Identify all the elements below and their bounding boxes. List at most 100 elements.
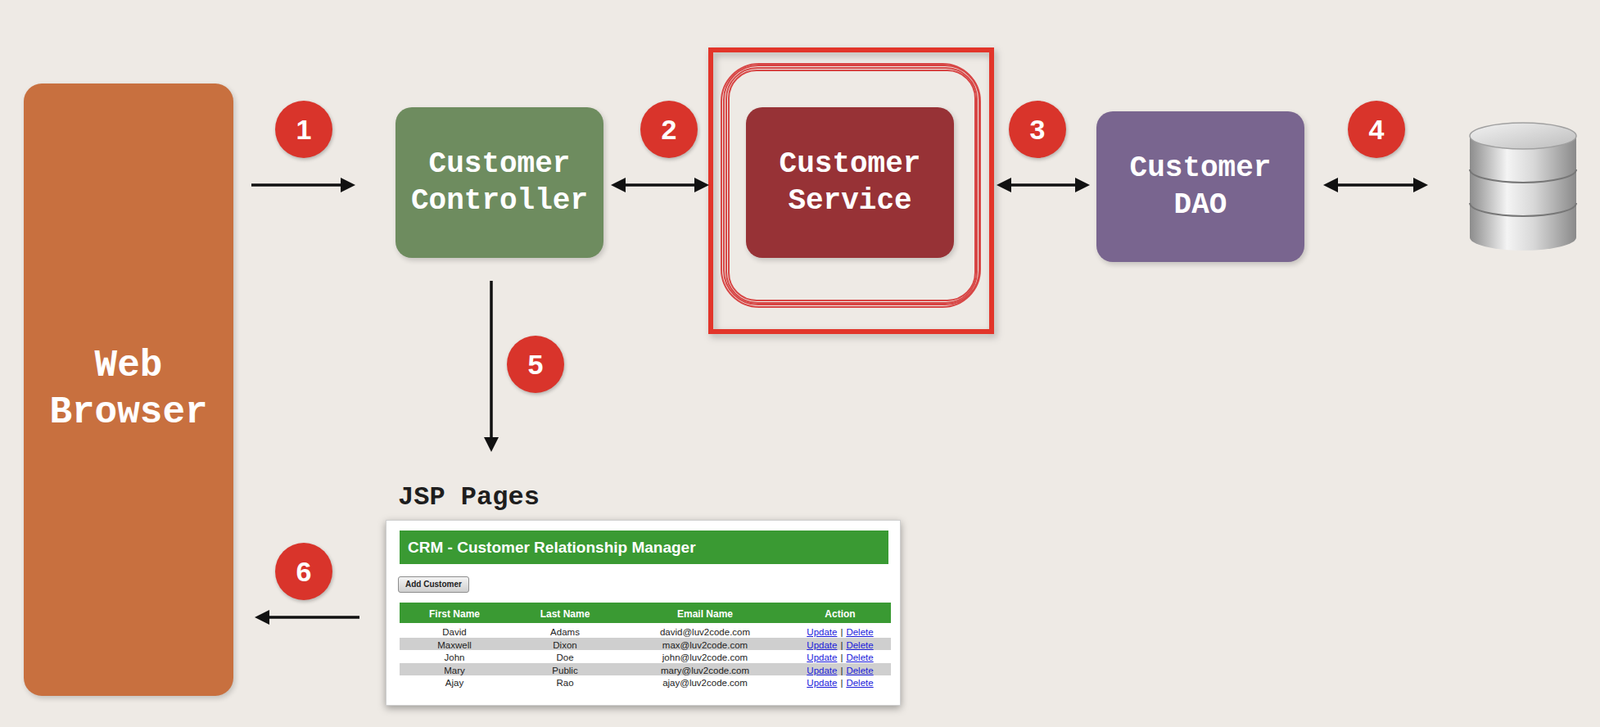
connector-arrow bbox=[483, 280, 499, 452]
page-title: CRM - Customer Relationship Manager bbox=[399, 538, 697, 557]
table-cell-text: john@luv2code.com bbox=[662, 652, 748, 663]
link-separator: | bbox=[840, 640, 843, 651]
table-row: Maxwell Dixon max@luv2code.com Update|Delet… bbox=[399, 637, 891, 651]
callout-circle: 4 bbox=[1347, 100, 1406, 159]
table-header-cell: Action bbox=[789, 602, 891, 624]
action-link: Update bbox=[806, 652, 837, 663]
table-row: John Doe john@luv2code.com Update|Delete bbox=[399, 650, 891, 664]
table-cell: David bbox=[399, 624, 510, 638]
table-row: AjayRaoajay@luv2code.comUpdate|Delete bbox=[399, 675, 891, 689]
connector-arrow bbox=[610, 177, 710, 193]
table-cell: john@luv2code.com bbox=[620, 650, 790, 664]
action-link: Delete bbox=[845, 677, 873, 688]
connector-arrow bbox=[254, 610, 360, 625]
highlight-scribble bbox=[721, 63, 981, 308]
table-cell-text: Doe bbox=[555, 652, 574, 663]
action-cell: Update|Delete bbox=[789, 663, 891, 677]
arrow-head bbox=[610, 177, 626, 193]
action-cell: Update|Delete bbox=[789, 650, 891, 664]
table-cell-text: John bbox=[444, 652, 466, 663]
table-cell-text: Rao bbox=[555, 677, 574, 688]
arrow-head bbox=[254, 610, 270, 625]
callout-circle: 6 bbox=[275, 542, 333, 601]
callout-number: 4 bbox=[1369, 115, 1385, 144]
callout-number: 1 bbox=[296, 115, 312, 144]
connector-arrow bbox=[996, 177, 1090, 193]
table-cell-text: max@luv2code.com bbox=[662, 640, 748, 651]
arrow-head bbox=[694, 177, 710, 193]
table-cell-text: david@luv2code.com bbox=[659, 627, 751, 638]
action-link: Delete bbox=[845, 665, 873, 676]
link-separator: | bbox=[840, 677, 843, 688]
action-link: Delete bbox=[845, 627, 873, 638]
jsp-heading: JSP Pages bbox=[397, 481, 901, 515]
table-header-cell: Last Name bbox=[509, 602, 621, 624]
table-header: Last Name bbox=[540, 608, 591, 620]
table-cell-text: Maxwell bbox=[437, 640, 472, 651]
action-link: Update bbox=[806, 627, 837, 638]
table-cell-text: Ajay bbox=[445, 677, 464, 688]
action-link: Delete bbox=[845, 652, 873, 663]
action-link: Update bbox=[806, 677, 837, 688]
callout-circle: 2 bbox=[640, 100, 698, 159]
table-header-cell: Email Name bbox=[620, 602, 790, 624]
table-cell: Adams bbox=[509, 624, 621, 638]
callout-number: 2 bbox=[661, 115, 678, 144]
callout-circle: 5 bbox=[506, 335, 565, 394]
connector-line bbox=[623, 183, 697, 187]
table-header-row: First Name Last Name Email Name Action bbox=[399, 602, 891, 624]
callout-number: 6 bbox=[296, 557, 312, 586]
box-label: Customer DAO bbox=[1106, 149, 1295, 224]
table-header: First Name bbox=[429, 608, 480, 620]
link-separator: | bbox=[840, 627, 843, 638]
connector-line bbox=[267, 615, 360, 620]
screenshot-panel: CRM - Customer Relationship ManagerFirst… bbox=[385, 519, 901, 706]
table-cell: Dixon bbox=[509, 637, 621, 651]
callout-circle: 1 bbox=[275, 100, 333, 159]
action-link: Update bbox=[806, 640, 837, 651]
arrow-head bbox=[483, 437, 499, 452]
box-label: Customer Controller bbox=[405, 145, 594, 220]
action-link: Update bbox=[806, 665, 837, 676]
database-icon bbox=[1469, 122, 1577, 251]
callout-circle: 3 bbox=[1008, 100, 1067, 159]
link-separator: | bbox=[840, 665, 843, 676]
connector-line bbox=[1009, 183, 1077, 187]
jsp-page-screenshot: JSP PagesCRM - Customer Relationship Man… bbox=[385, 481, 901, 706]
callout-number: 3 bbox=[1030, 115, 1046, 144]
table-cell: david@luv2code.com bbox=[620, 624, 790, 638]
database-arrow bbox=[1323, 177, 1429, 193]
title-bar: CRM - Customer Relationship Manager bbox=[399, 530, 889, 565]
table-cell: Public bbox=[509, 663, 621, 677]
action-cell: Update|Delete bbox=[789, 637, 891, 651]
arrow-head bbox=[340, 177, 356, 193]
button-label: Add Customer bbox=[405, 579, 462, 590]
table-cell: Doe bbox=[509, 650, 621, 664]
table-cell-text: David bbox=[442, 627, 466, 638]
service-box: Customer Service bbox=[745, 107, 954, 258]
table-cell: John bbox=[399, 650, 510, 664]
add-button: Add Customer bbox=[397, 576, 470, 593]
link-separator: | bbox=[840, 652, 843, 663]
table-cell-text: Mary bbox=[443, 665, 466, 676]
box-label: Web Browser bbox=[33, 343, 224, 438]
table-header: Action bbox=[824, 608, 855, 620]
table-cell: Maxwell bbox=[399, 637, 510, 651]
action-link: Delete bbox=[845, 640, 873, 651]
table-cell: Mary bbox=[399, 663, 510, 677]
connector-arrow bbox=[251, 177, 356, 193]
table-cell-text: mary@luv2code.com bbox=[660, 665, 750, 676]
table-cell-text: Adams bbox=[550, 627, 580, 638]
connector-line bbox=[489, 280, 493, 439]
callout-number: 5 bbox=[528, 350, 544, 379]
table-row: David Adams david@luv2code.com Update|Delet… bbox=[399, 624, 891, 638]
dao-box: Customer DAO bbox=[1096, 111, 1305, 263]
table-cell: max@luv2code.com bbox=[620, 637, 790, 651]
arrow-head bbox=[996, 177, 1012, 193]
action-cell: Update|Delete bbox=[789, 624, 891, 638]
table-header: Email Name bbox=[677, 608, 733, 620]
table-cell: Rao bbox=[509, 675, 621, 689]
table-header-cell: First Name bbox=[399, 602, 510, 624]
connector-line bbox=[251, 183, 343, 187]
